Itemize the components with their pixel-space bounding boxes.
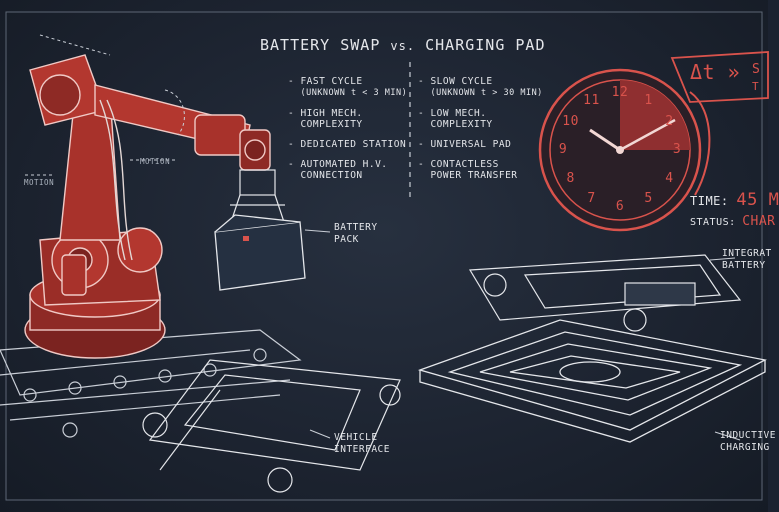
swap-feature-item: - FAST CYCLE (UNKNOWN t < 3 MIN) — [288, 76, 408, 98]
clock-numeral: 12 — [611, 85, 629, 100]
delta-box — [670, 51, 769, 103]
motion-label-right: MOTION — [140, 157, 171, 166]
clock-numeral: 6 — [615, 199, 625, 214]
swap-feature-list: - FAST CYCLE (UNKNOWN t < 3 MIN) - HIGH … — [288, 76, 407, 181]
charging-pad-sketch — [417, 319, 767, 443]
clock-numeral: 2 — [665, 113, 674, 129]
clock-numeral: 7 — [587, 191, 596, 207]
pointer-lines — [304, 229, 741, 441]
title-vs: vs. — [390, 39, 416, 53]
clock-numeral: 10 — [562, 113, 579, 129]
integrated-battery-sketch — [468, 254, 742, 332]
title-right: CHARGING PAD — [425, 36, 546, 54]
vehicle-interface-sketch — [142, 359, 401, 493]
pad-feature-item: - UNIVERSAL PAD — [418, 139, 512, 150]
robot-arm — [24, 54, 271, 359]
title-left: BATTERY SWAP — [260, 36, 381, 54]
clock-numeral: 9 — [558, 142, 568, 157]
delta-sub-2: T — [752, 80, 760, 93]
swap-feature-item: - AUTOMATED H.V. CONNECTION — [288, 159, 388, 181]
battery-pack-sketch — [214, 214, 306, 291]
status-readout: STATUS: CHAR — [690, 214, 776, 229]
motion-label-left: MOTION — [24, 178, 55, 187]
time-readout: TIME: 45 M — [690, 190, 779, 210]
swap-feature-item: - HIGH MECH. COMPLEXITY — [288, 108, 363, 130]
pad-feature-item: - LOW MECH. COMPLEXITY — [418, 108, 493, 130]
clock — [538, 68, 711, 232]
page-title: BATTERY SWAP vs. CHARGING PAD — [260, 36, 546, 54]
motion-arrows — [25, 34, 185, 176]
swap-feature-item: - DEDICATED STATION — [288, 139, 407, 150]
pad-feature-item: - SLOW CYCLE (UNKNOWN t > 30 MIN) — [418, 76, 543, 98]
clock-numeral: 5 — [644, 191, 653, 207]
clock-numeral: 8 — [566, 170, 575, 186]
clock-numeral: 11 — [583, 92, 600, 108]
pad-feature-list: - SLOW CYCLE (UNKNOWN t > 30 MIN) - LOW … — [418, 76, 543, 181]
clock-numeral: 3 — [672, 142, 682, 157]
clock-numeral: 1 — [644, 92, 653, 108]
frame-border — [5, 11, 763, 501]
clock-numeral: 4 — [665, 170, 674, 186]
delta-t-text: Δt » — [690, 60, 741, 84]
delta-sub-1: S — [752, 62, 761, 77]
conveyor-track — [0, 329, 302, 438]
pad-feature-item: - CONTACTLESS POWER TRANSFER — [418, 159, 518, 181]
